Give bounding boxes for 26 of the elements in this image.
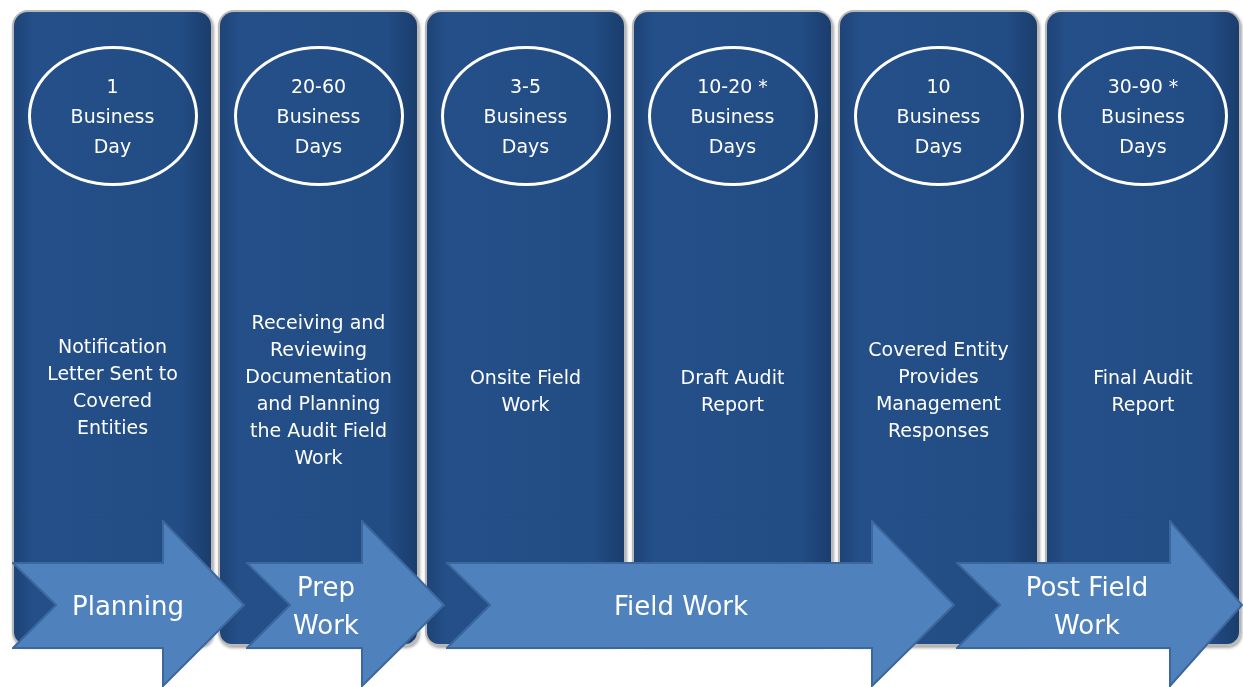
phase-banner [446, 520, 955, 687]
duration-ellipse [647, 46, 818, 186]
phase-label: Prep Work [292, 570, 360, 642]
stage-description: Notification Letter Sent to Covered Entities [46, 334, 179, 440]
phase-label: Post Field Work [1024, 570, 1150, 642]
phase-banner [12, 520, 245, 687]
stage-description: Draft Audit Report [679, 365, 786, 417]
duration-text: 10 Business Days [895, 74, 982, 159]
phase-banner [956, 520, 1243, 687]
stage-description: Covered Entity Provides Management Responses [867, 337, 1010, 443]
stage-description: Final Audit Report [1092, 365, 1194, 417]
duration-text: 10-20 * Business Days [689, 74, 776, 159]
stage-description: Receiving and Reviewing Documentation and Planning the Audit Field Work [244, 310, 393, 470]
phase-banner [246, 520, 445, 687]
phase-label: Planning [71, 589, 185, 623]
duration-ellipse [440, 46, 611, 186]
duration-text: 3-5 Business Days [482, 74, 569, 159]
duration-ellipse [233, 46, 404, 186]
duration-ellipse [853, 46, 1024, 186]
stage-description: Onsite Field Work [468, 365, 583, 417]
duration-text: 30-90 * Business Days [1100, 74, 1186, 159]
phase-label: Field Work [612, 589, 750, 623]
duration-text: 20-60 Business Days [275, 74, 362, 159]
duration-ellipse [1058, 46, 1228, 186]
duration-ellipse [27, 46, 198, 186]
duration-text: 1 Business Day [69, 74, 156, 159]
